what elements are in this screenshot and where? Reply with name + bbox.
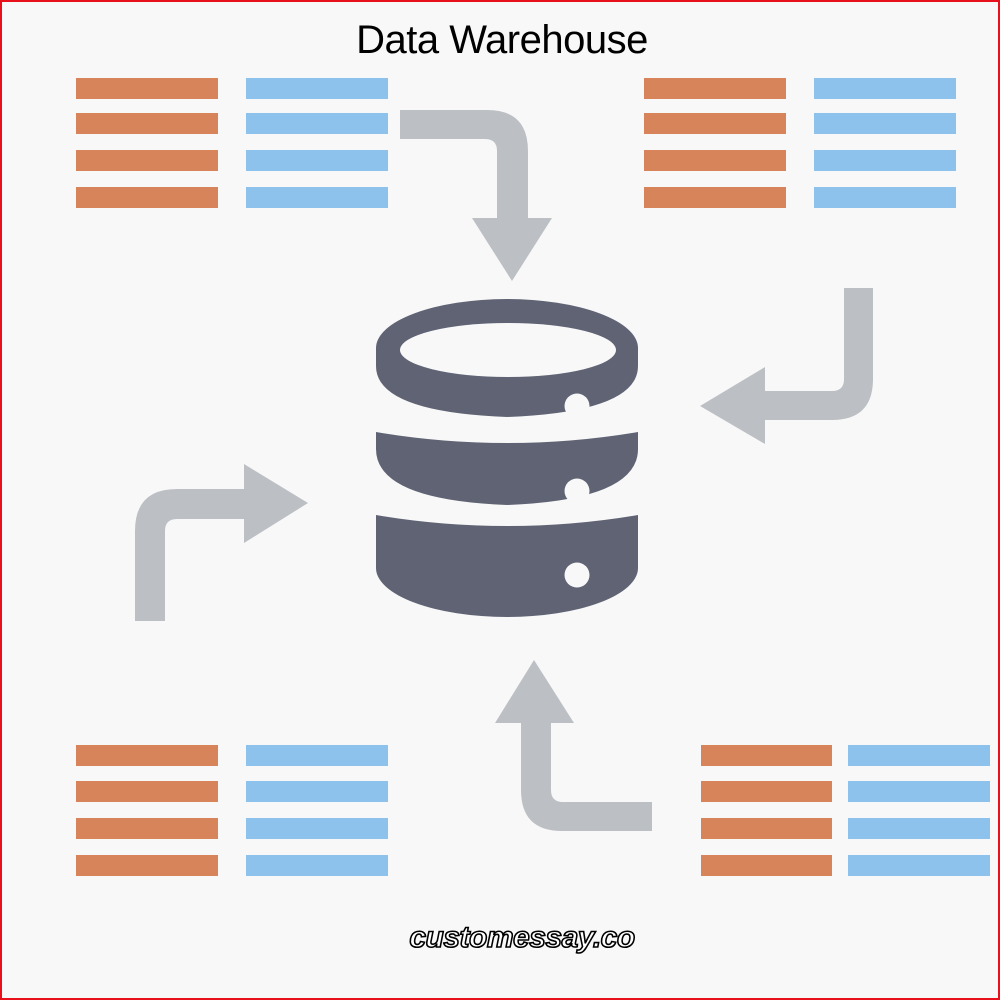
- table-icon: [701, 745, 990, 876]
- database-icon: [376, 299, 638, 617]
- arrow-icon: [400, 110, 552, 281]
- arrow-icon: [135, 464, 308, 621]
- watermark-text: customessay.co: [409, 920, 636, 955]
- table-icon: [76, 78, 388, 208]
- arrow-icon: [700, 288, 873, 444]
- table-icon: [76, 745, 388, 876]
- table-icon: [644, 78, 956, 208]
- arrow-icon: [495, 660, 652, 831]
- diagram-title: Data Warehouse: [356, 18, 648, 62]
